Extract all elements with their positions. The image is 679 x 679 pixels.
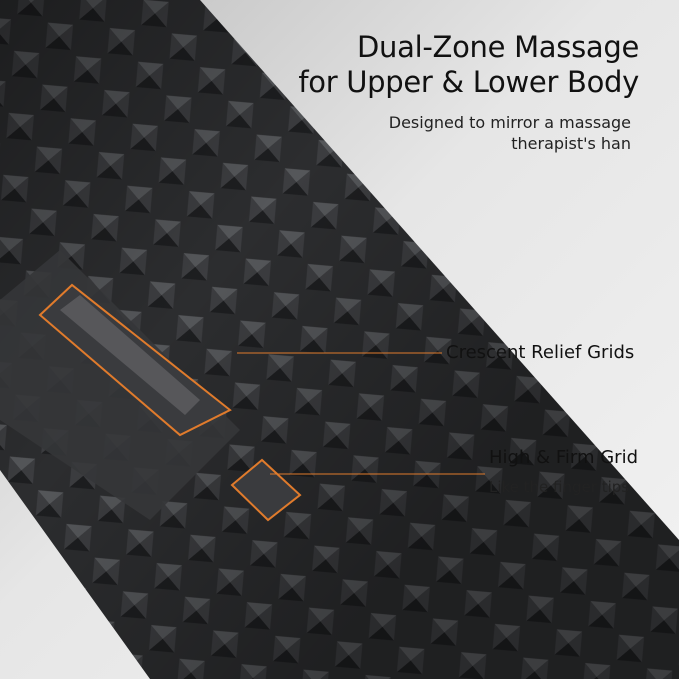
high-firm-grid-highlight: [230, 458, 302, 522]
callout-firm-label: High & Firm Grid: [489, 447, 639, 468]
headline: Dual-Zone Massage for Upper & Lower Body: [298, 30, 639, 100]
headline-line-1: Dual-Zone Massage: [357, 30, 639, 64]
callout-crescent-label: Crescent Relief Grids: [446, 342, 635, 363]
subtitle: Designed to mirror a massage therapist's…: [389, 112, 631, 154]
callout-firm-description: Like the finger tips: [489, 478, 630, 496]
subtitle-line-2: therapist's han: [511, 134, 631, 153]
headline-line-2: for Upper & Lower Body: [298, 65, 639, 99]
subtitle-line-1: Designed to mirror a massage: [388, 113, 631, 132]
